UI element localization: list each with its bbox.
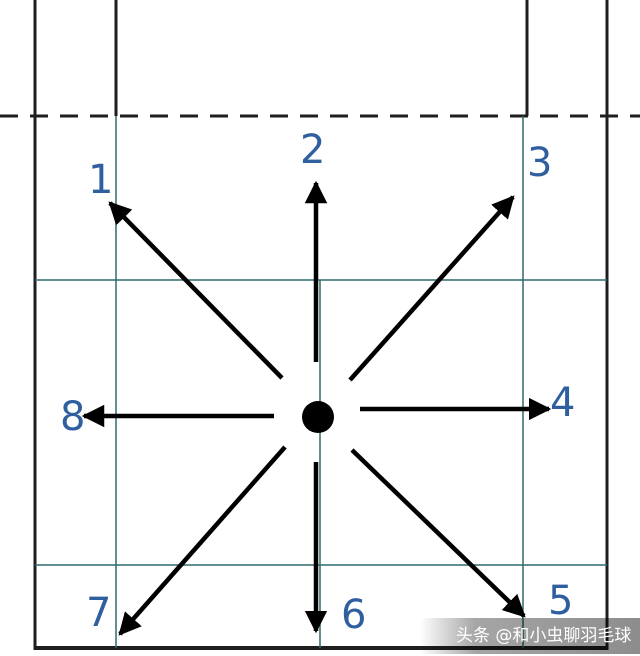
arrow-1 (108, 201, 284, 380)
label-1: 1 (88, 157, 113, 203)
direction-labels: 1 2 3 4 5 6 7 8 (60, 127, 575, 638)
center-position-dot (302, 401, 334, 433)
arrow-5 (350, 448, 526, 618)
watermark-backdrop (420, 618, 640, 654)
label-4: 4 (550, 380, 575, 426)
direction-arrows (81, 180, 552, 636)
label-8: 8 (60, 394, 85, 440)
arrow-7 (118, 445, 287, 636)
label-5: 5 (548, 578, 573, 624)
label-2: 2 (300, 127, 325, 173)
zone-grid (35, 116, 607, 648)
label-3: 3 (527, 140, 552, 186)
arrow-3 (348, 195, 515, 382)
label-6: 6 (341, 592, 366, 638)
label-7: 7 (86, 590, 111, 636)
watermark-text: 头条 @和小虫聊羽毛球 (456, 626, 631, 646)
